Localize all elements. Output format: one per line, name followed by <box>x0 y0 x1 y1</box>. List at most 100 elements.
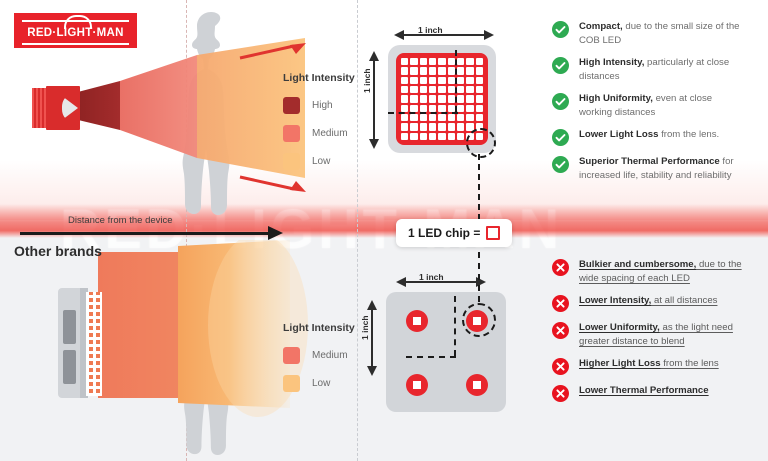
logo-text: RED·LIGHT·MAN <box>27 26 124 39</box>
cob-chip <box>419 86 427 94</box>
pros-item-text: Compact, due to the small size of the CO… <box>579 21 740 46</box>
cob-chip <box>466 104 474 112</box>
vertical-guide-center <box>357 0 358 461</box>
spaced-led <box>466 374 488 396</box>
led-chip-swatch-icon <box>486 226 501 240</box>
pros-list-item: High Uniformity, even at close working d… <box>552 92 752 119</box>
legend-bottom: Light Intensity Medium Low <box>283 322 355 403</box>
spaced-height-arrow-up <box>367 300 377 310</box>
cob-width-label: 1 inch <box>418 25 443 35</box>
legend-item-high: High <box>283 97 355 114</box>
cob-chip <box>457 114 465 122</box>
pros-item-text: Superior Thermal Performance for increas… <box>579 156 734 181</box>
pros-list-item: Superior Thermal Performance for increas… <box>552 155 752 182</box>
spaced-width-line <box>400 281 476 283</box>
cob-chip <box>447 123 455 131</box>
cob-chip <box>429 76 437 84</box>
cob-chip <box>419 104 427 112</box>
cob-chip <box>438 95 446 103</box>
legend-bottom-title: Light Intensity <box>283 322 355 334</box>
pros-list-item: High Intensity, particularly at close di… <box>552 56 752 83</box>
cob-chip <box>457 132 465 140</box>
cob-chip <box>438 132 446 140</box>
swatch-low <box>283 153 300 170</box>
cob-chip <box>429 58 437 66</box>
cob-width-arrow-right <box>484 30 494 40</box>
cob-chip <box>401 86 409 94</box>
cob-chip <box>447 114 455 122</box>
cob-chip <box>447 132 455 140</box>
cob-chip <box>429 132 437 140</box>
legend-item-medium: Medium <box>283 125 355 142</box>
cob-chip <box>419 132 427 140</box>
other-brand-device <box>58 288 102 398</box>
cob-chip <box>429 67 437 75</box>
spaced-height-arrow-down <box>367 366 377 376</box>
cob-chip <box>401 95 409 103</box>
cob-chip <box>466 114 474 122</box>
cob-chip <box>466 123 474 131</box>
logo-frame: RED·LIGHT·MAN <box>22 20 129 45</box>
legend-top: Light Intensity High Medium Low <box>283 72 355 181</box>
cons-list-item: Lower Thermal Performance <box>552 384 757 402</box>
spaced-led <box>406 374 428 396</box>
cob-width-line <box>398 34 484 36</box>
cob-chip <box>438 114 446 122</box>
cob-chip <box>457 123 465 131</box>
cross-icon <box>552 259 569 276</box>
cob-chip-highlight-circle <box>466 128 496 158</box>
legend-label-low: Low <box>312 156 331 167</box>
cob-height-arrow-down <box>369 139 379 149</box>
cob-chip <box>466 58 474 66</box>
other-brand-device-led-face <box>86 292 102 396</box>
cob-chip <box>438 123 446 131</box>
logo-arc-icon <box>64 15 92 29</box>
cons-list-item: Bulkier and cumbersome, due to the wide … <box>552 258 757 285</box>
cons-item-text: Lower Uniformity, as the light need grea… <box>579 322 733 347</box>
cob-chip <box>475 95 483 103</box>
cob-chip <box>475 76 483 84</box>
pros-item-text: High Intensity, particularly at close di… <box>579 57 730 82</box>
spaced-height-line <box>371 306 373 368</box>
cob-chip <box>447 86 455 94</box>
cob-chip <box>419 76 427 84</box>
cob-chip <box>401 67 409 75</box>
device-heatsink-fins <box>32 88 48 128</box>
spaced-height-label: 1 inch <box>360 315 370 340</box>
spaced-led-highlight-circle <box>462 303 496 337</box>
rlm-light-beam <box>74 38 305 178</box>
other-brand-device-edge <box>80 288 88 398</box>
cob-chip <box>466 67 474 75</box>
cons-item-text: Lower Intensity, at all distances <box>579 295 718 306</box>
legend-label-medium: Medium <box>312 128 348 139</box>
distance-axis-arrowhead <box>268 226 283 240</box>
swatch-high <box>283 97 300 114</box>
cons-item-text: Lower Thermal Performance <box>579 385 709 396</box>
spaced-led <box>406 310 428 332</box>
cob-chip <box>419 95 427 103</box>
cob-chip <box>429 104 437 112</box>
cob-chip <box>410 132 418 140</box>
legend-item-low: Low <box>283 153 355 170</box>
cob-height-label: 1 inch <box>362 68 372 93</box>
cob-width-arrow-left <box>394 30 404 40</box>
cob-chip <box>475 123 483 131</box>
cob-chip <box>438 76 446 84</box>
cob-chip <box>419 58 427 66</box>
other-brands-heading: Other brands <box>14 243 102 259</box>
spaced-width-arrow-left <box>396 277 406 287</box>
pros-list-item: Lower Light Loss from the lens. <box>552 128 752 146</box>
cob-chip <box>419 114 427 122</box>
legend-label-low: Low <box>312 378 331 389</box>
other-brand-light-beam <box>98 240 308 417</box>
cob-chip <box>429 123 437 131</box>
cob-chip <box>410 67 418 75</box>
pros-item-text: High Uniformity, even at close working d… <box>579 93 713 118</box>
cob-chip <box>447 104 455 112</box>
cons-list-item: Lower Uniformity, as the light need grea… <box>552 321 757 348</box>
cob-chip <box>401 123 409 131</box>
cob-chip <box>410 104 418 112</box>
cons-item-text: Bulkier and cumbersome, due to the wide … <box>579 259 742 284</box>
cob-chip <box>401 104 409 112</box>
swatch-medium <box>283 125 300 142</box>
